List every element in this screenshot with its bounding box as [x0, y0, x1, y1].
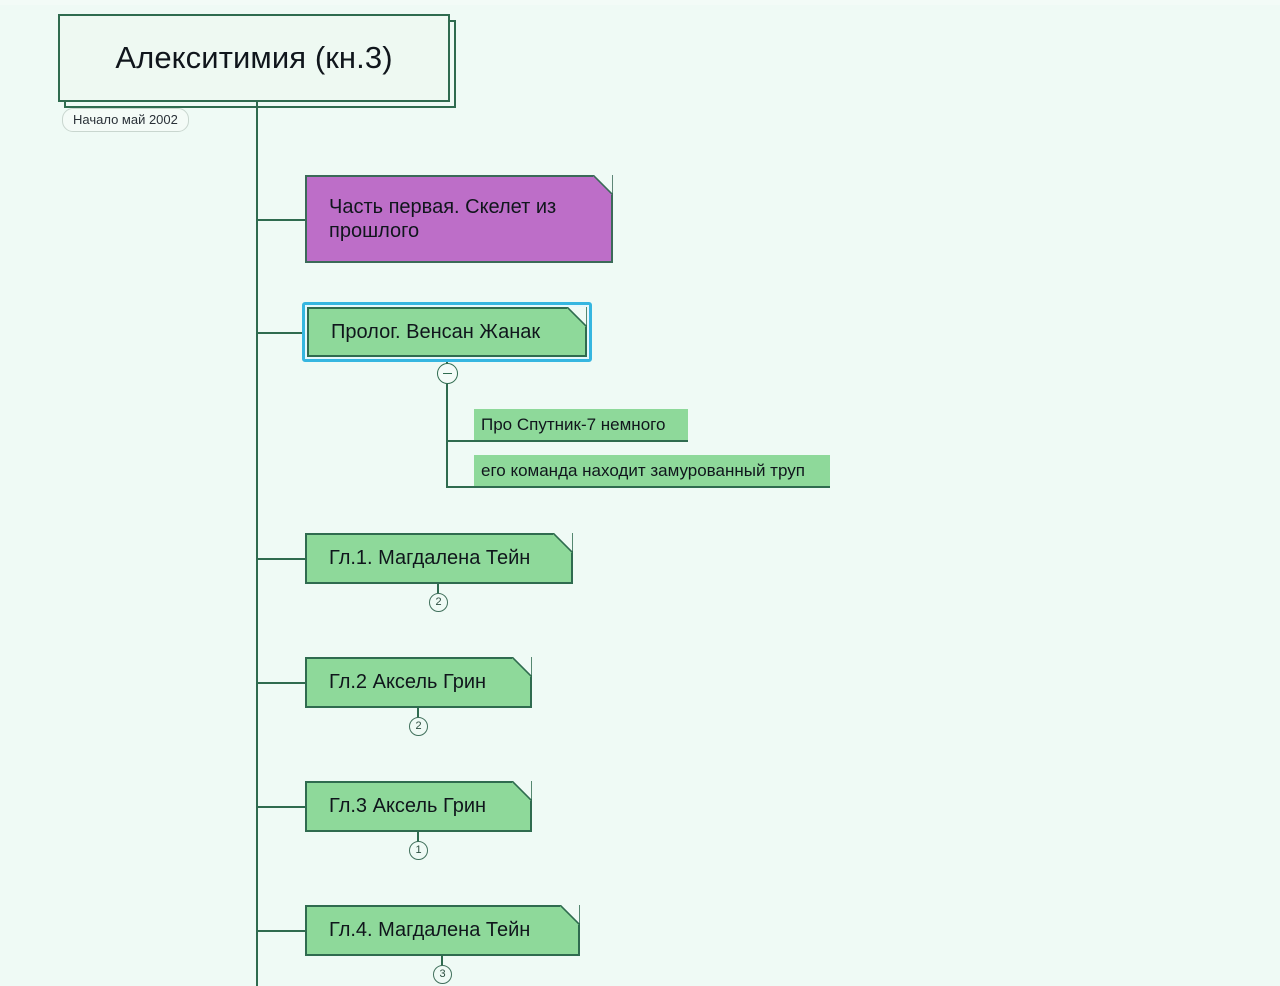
- folded-corner-icon: [567, 307, 587, 327]
- root-node-card[interactable]: Алекситимия (кн.3): [58, 14, 450, 102]
- node-child-trup-label: его команда находит замурованный труп: [481, 460, 805, 480]
- folded-corner-icon: [560, 905, 580, 925]
- collapse-toggle-prolog[interactable]: [437, 363, 458, 384]
- node-chapter-1-label: Гл.1. Магдалена Тейн: [329, 547, 531, 570]
- branch-connector-chapter-2: [256, 682, 306, 684]
- branch-connector-chapter-4: [256, 930, 306, 932]
- collapsed-count-badge-chapter-3[interactable]: 1: [409, 841, 428, 860]
- node-chapter-4-label: Гл.4. Магдалена Тейн: [329, 919, 531, 942]
- node-child-trup[interactable]: его команда находит замурованный труп: [474, 455, 830, 488]
- collapsed-count-badge-chapter-1[interactable]: 2: [429, 593, 448, 612]
- branch-connector-chapter-1: [256, 558, 306, 560]
- child-spine-prolog: [446, 384, 448, 488]
- child-connector-trup: [446, 486, 474, 488]
- canvas-top-strip: [0, 0, 1280, 5]
- node-child-sputnik[interactable]: Про Спутник-7 немного: [474, 409, 688, 442]
- trunk-connector: [256, 100, 258, 986]
- branch-connector-chapter-3: [256, 806, 306, 808]
- node-prolog-label: Пролог. Венсан Жанак: [331, 320, 541, 343]
- node-chapter-3[interactable]: Гл.3 Аксель Грин: [305, 781, 532, 832]
- node-chapter-2[interactable]: Гл.2 Аксель Грин: [305, 657, 532, 708]
- collapsed-count-badge-chapter-2[interactable]: 2: [409, 717, 428, 736]
- folded-corner-icon: [512, 657, 532, 677]
- badge-stem-chapter-3: [417, 832, 419, 842]
- minus-icon: [443, 372, 452, 375]
- root-date-badge[interactable]: Начало май 2002: [62, 108, 189, 132]
- folded-corner-icon: [593, 175, 613, 195]
- root-node[interactable]: Алекситимия (кн.3): [58, 14, 462, 114]
- badge-stem-chapter-1: [437, 584, 439, 594]
- node-part-one-label: Часть первая. Скелет из прошлого: [329, 195, 557, 242]
- collapsed-count-badge-chapter-4[interactable]: 3: [433, 965, 452, 984]
- node-chapter-1[interactable]: Гл.1. Магдалена Тейн: [305, 533, 573, 584]
- child-connector-sputnik: [446, 440, 474, 442]
- node-prolog[interactable]: Пролог. Венсан Жанак: [307, 307, 587, 357]
- root-node-title: Алекситимия (кн.3): [115, 40, 393, 75]
- node-chapter-4[interactable]: Гл.4. Магдалена Тейн: [305, 905, 580, 956]
- branch-connector-part-one: [256, 219, 306, 221]
- folded-corner-icon: [512, 781, 532, 801]
- folded-corner-icon: [553, 533, 573, 553]
- node-chapter-2-label: Гл.2 Аксель Грин: [329, 671, 487, 694]
- node-part-one[interactable]: Часть первая. Скелет из прошлого: [305, 175, 613, 263]
- node-chapter-3-label: Гл.3 Аксель Грин: [329, 795, 487, 818]
- node-child-sputnik-label: Про Спутник-7 немного: [481, 414, 666, 434]
- branch-connector-prolog: [256, 332, 306, 334]
- badge-stem-chapter-2: [417, 708, 419, 718]
- badge-stem-chapter-4: [441, 956, 443, 966]
